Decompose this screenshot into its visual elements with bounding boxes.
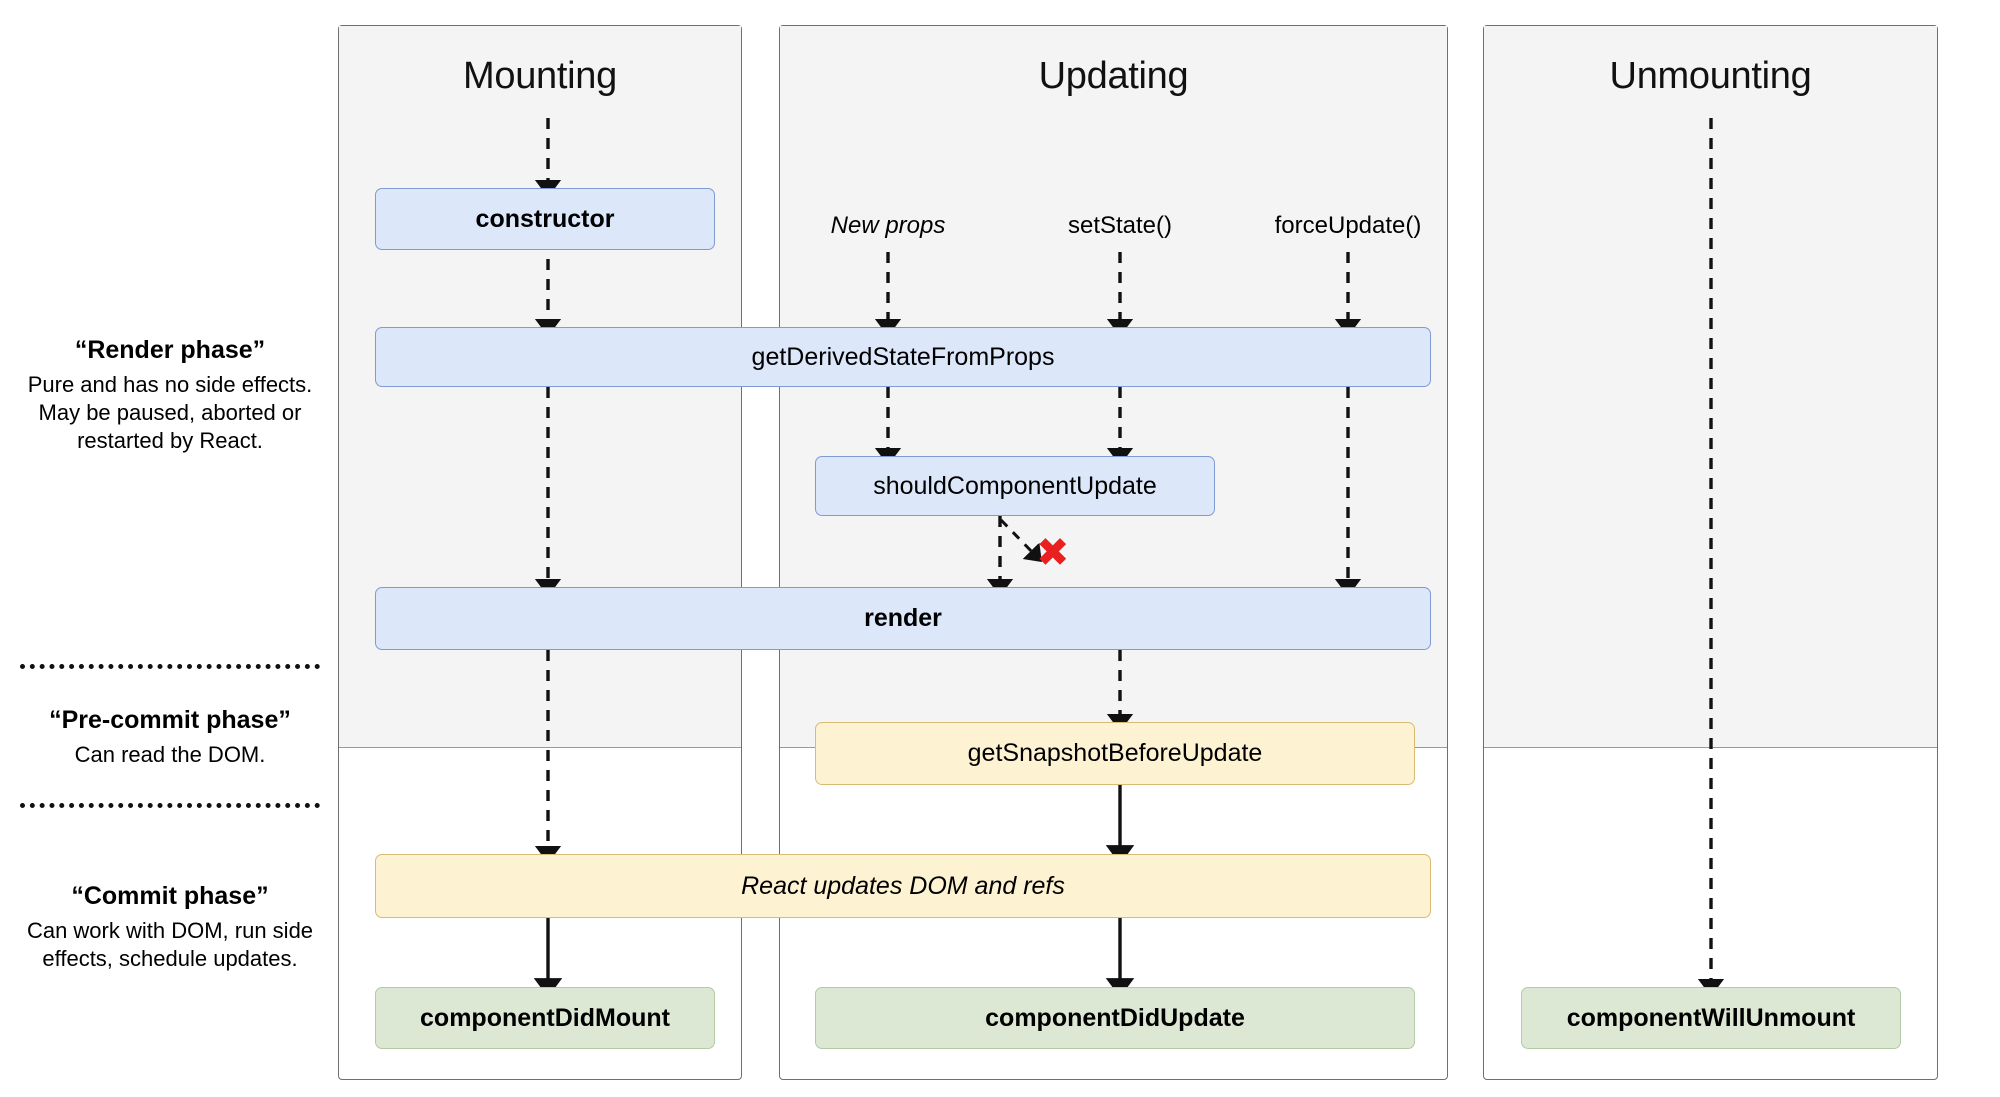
skip-render-x-icon: ✖ <box>1036 530 1070 576</box>
trigger-label-force-update: forceUpdate() <box>1274 212 1422 239</box>
node-component-did-mount[interactable]: componentDidMount <box>375 987 715 1049</box>
node-react-updates-dom-and-refs[interactable]: React updates DOM and refs <box>375 854 1431 918</box>
column-title-mounting: Mounting <box>463 55 617 97</box>
node-render[interactable]: render <box>375 587 1431 650</box>
phase-divider-top <box>20 664 320 669</box>
column-panel-unmounting <box>1483 25 1938 1080</box>
phase-pre-commit-title: “Pre-commit phase” <box>49 706 291 734</box>
node-component-will-unmount[interactable]: componentWillUnmount <box>1521 987 1901 1049</box>
phase-pre-commit-description: Can read the DOM. <box>74 742 266 767</box>
phase-commit-description: Can work with DOM, run side effects, sch… <box>26 918 314 972</box>
node-should-component-update[interactable]: shouldComponentUpdate <box>815 456 1215 516</box>
column-panel-mounting <box>338 25 742 1080</box>
trigger-label-new-props: New props <box>830 212 946 239</box>
phase-commit-title: “Commit phase” <box>71 882 269 910</box>
node-get-snapshot-before-update[interactable]: getSnapshotBeforeUpdate <box>815 722 1415 785</box>
node-constructor[interactable]: constructor <box>375 188 715 250</box>
column-title-unmounting: Unmounting <box>1609 55 1812 97</box>
column-shade-unmounting <box>1484 26 1937 748</box>
phase-render-description: Pure and has no side effects. May be pau… <box>27 372 313 454</box>
phase-divider-bottom <box>20 803 320 808</box>
column-title-updating: Updating <box>1038 55 1189 97</box>
column-panel-updating <box>779 25 1448 1080</box>
trigger-label-set-state: setState() <box>1067 212 1173 239</box>
phase-render-title: “Render phase” <box>74 336 266 364</box>
phase-render: “Render phase” Pure and has no side effe… <box>20 336 320 455</box>
phase-pre-commit: “Pre-commit phase” Can read the DOM. <box>20 706 320 769</box>
node-component-did-update[interactable]: componentDidUpdate <box>815 987 1415 1049</box>
node-get-derived-state-from-props[interactable]: getDerivedStateFromProps <box>375 327 1431 387</box>
phase-commit: “Commit phase” Can work with DOM, run si… <box>20 882 320 973</box>
